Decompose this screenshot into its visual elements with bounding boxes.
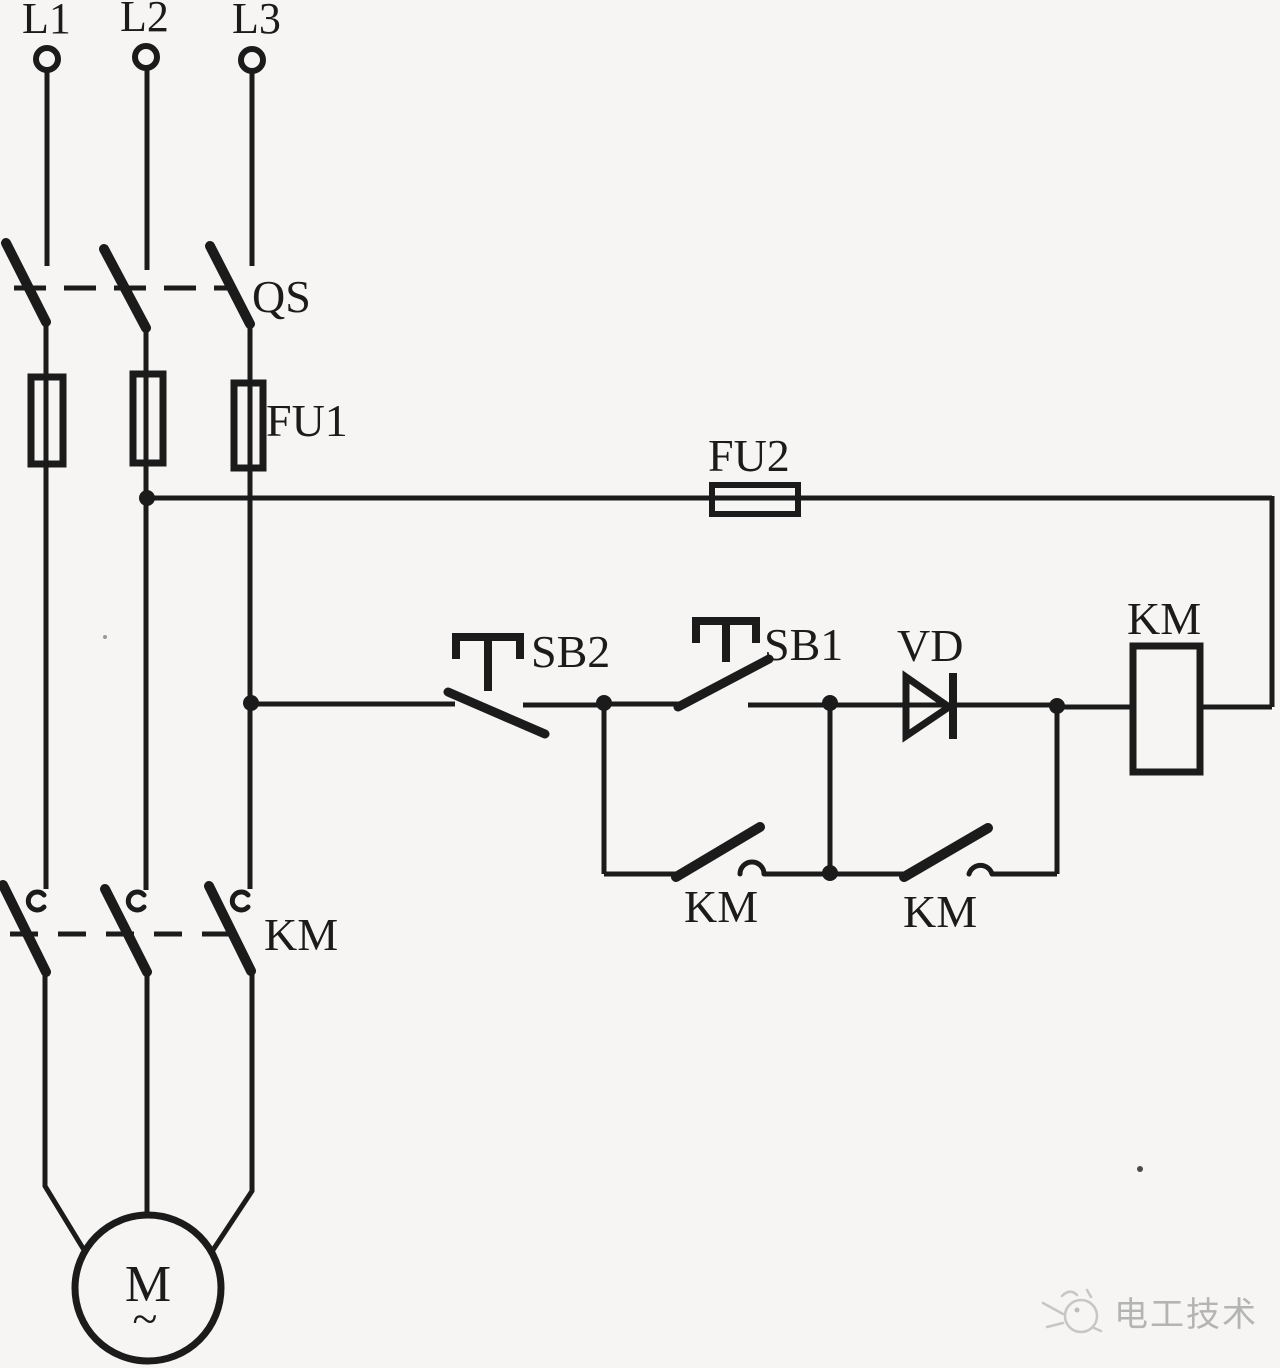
terminal-l1-icon xyxy=(33,45,61,73)
km-diode-bypass-contact: KM xyxy=(830,707,1060,937)
watermark-logo-circle xyxy=(1063,1298,1099,1334)
sb2-contact-blade xyxy=(443,687,550,739)
junction-l2-tap xyxy=(139,490,155,506)
fuse-fu2-icon xyxy=(709,482,801,517)
fuse-fu1-pole3-icon xyxy=(230,379,267,472)
watermark-logo-ear-2 xyxy=(1085,1288,1093,1299)
phase-l2-label: L2 xyxy=(120,0,169,41)
disconnect-switch-qs: QS xyxy=(1,238,311,333)
aux2-hook-icon xyxy=(966,863,995,877)
phase-l1-label: L1 xyxy=(22,0,71,43)
supply-terminals: L1 L2 L3 xyxy=(22,0,281,74)
stop-button-sb2: SB2 xyxy=(443,626,610,739)
fu2-label: FU2 xyxy=(708,430,790,481)
sb1-contact-blade xyxy=(673,654,774,712)
watermark-logo-tail xyxy=(1092,1326,1103,1333)
main-contact-hook-1-icon xyxy=(25,889,47,913)
diode-vd: VD xyxy=(897,620,963,743)
main-contact-blade-1 xyxy=(0,880,51,977)
motor-label: M xyxy=(125,1256,171,1313)
aux2-blade xyxy=(899,823,993,882)
main-contact-hook-3-icon xyxy=(229,889,251,913)
qs-label: QS xyxy=(252,271,311,322)
phase-l3-label: L3 xyxy=(232,0,281,43)
main-contact-hook-2-icon xyxy=(125,889,147,913)
watermark-logo-whisker-2 xyxy=(1045,1321,1065,1329)
scan-artifacts xyxy=(103,635,1143,1172)
sb1-plunger-cap-icon xyxy=(692,617,760,643)
fuse-fu1-pole1-icon xyxy=(27,373,67,468)
contactor-coil-km: KM xyxy=(1057,593,1272,776)
motor: M ~ xyxy=(71,1211,225,1365)
main-contact-blade-3 xyxy=(204,881,256,976)
terminal-l2-icon xyxy=(132,43,160,71)
main-fuses-fu1: FU1 xyxy=(27,370,348,472)
km-aux1-label: KM xyxy=(684,881,758,932)
control-top-rail: FU2 xyxy=(139,430,1275,707)
motor-ac-symbol: ~ xyxy=(133,1293,158,1344)
watermark-logo-icon xyxy=(1041,1288,1103,1334)
aux1-hook-icon xyxy=(737,859,767,877)
km-selflock-contact: KM xyxy=(601,703,838,932)
km-coil-icon xyxy=(1129,642,1204,776)
sb1-label: SB1 xyxy=(764,619,843,670)
watermark-text: 电工技术 xyxy=(1114,1296,1258,1334)
terminal-l3-icon xyxy=(238,46,266,74)
phase-wires xyxy=(42,68,255,1252)
main-contact-blade-2 xyxy=(100,884,152,977)
km-main-label: KM xyxy=(264,909,338,960)
watermark-logo-eye xyxy=(1074,1307,1080,1313)
km-coil-label: KM xyxy=(1127,593,1201,644)
watermark: 电工技术 xyxy=(1041,1288,1258,1334)
watermark-logo-whisker-1 xyxy=(1041,1301,1065,1316)
qs-blade-3 xyxy=(205,241,255,329)
qs-blade-1 xyxy=(1,238,51,327)
km-main-contacts: KM xyxy=(0,880,338,977)
watermark-logo-ear-1 xyxy=(1060,1290,1079,1298)
fu1-label: FU1 xyxy=(266,395,348,446)
speck-1 xyxy=(1137,1166,1143,1172)
speck-2 xyxy=(103,635,107,639)
aux1-blade xyxy=(671,822,765,882)
wire-l3-to-motor xyxy=(210,970,255,1252)
start-button-sb1: SB1 xyxy=(673,617,843,712)
vd-label: VD xyxy=(897,620,963,671)
fuse-fu1-pole2-icon xyxy=(129,370,167,467)
diode-triangle-icon xyxy=(902,670,956,743)
km-aux2-label: KM xyxy=(903,886,977,937)
wire-l1-to-motor xyxy=(42,971,87,1252)
sb2-label: SB2 xyxy=(531,626,610,677)
motor-circle-icon xyxy=(71,1211,225,1365)
